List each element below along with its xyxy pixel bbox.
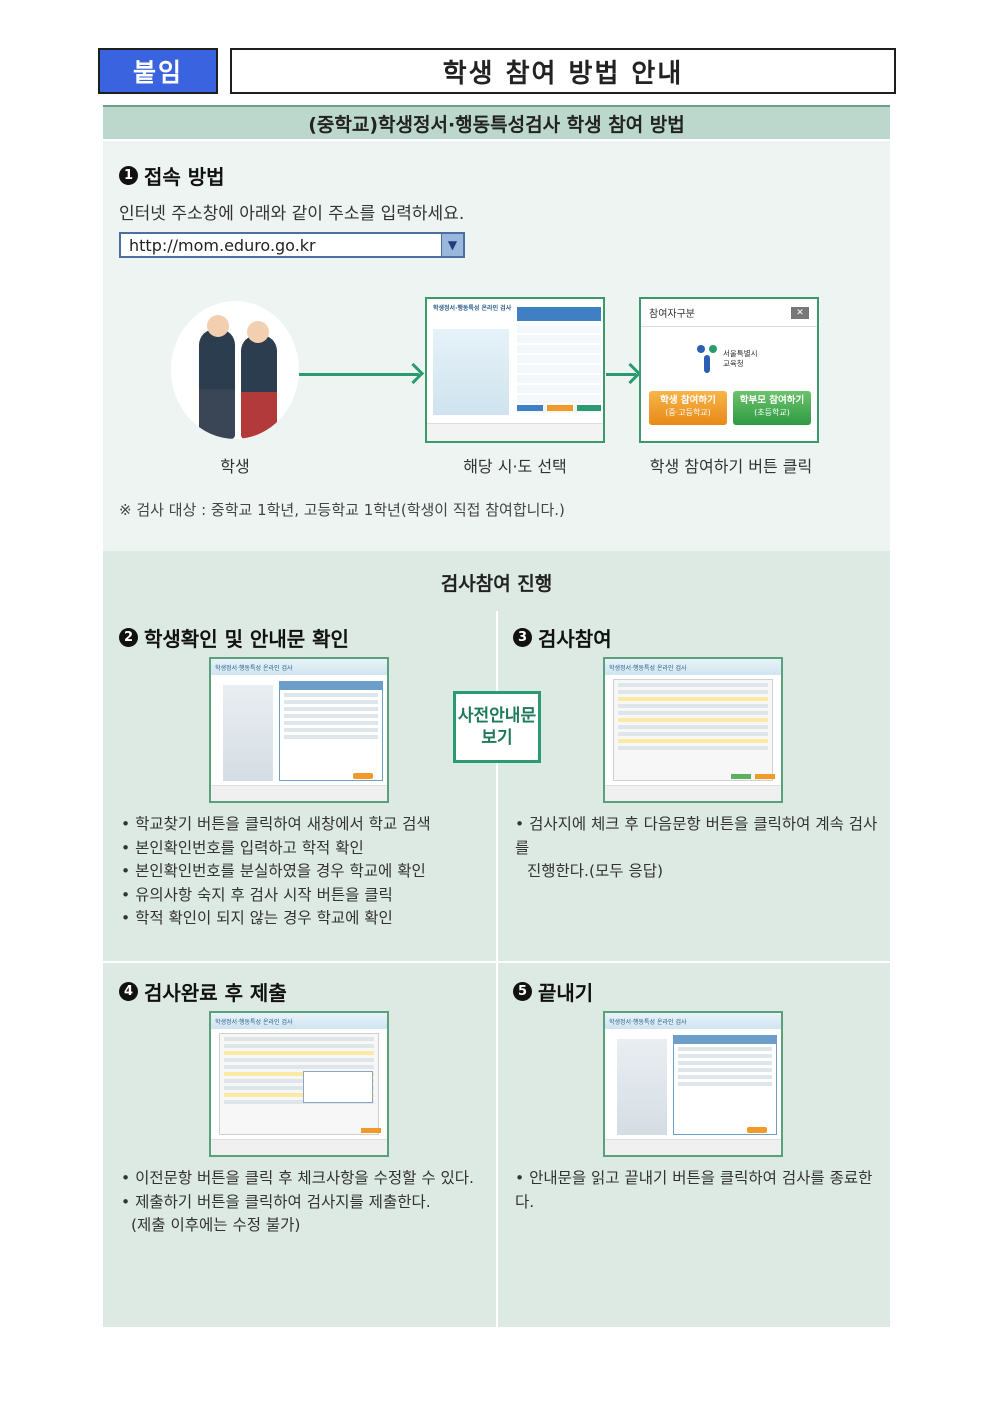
- students-illustration: [171, 301, 299, 439]
- girl-head: [247, 321, 269, 343]
- student-participate-button[interactable]: 학생 참여하기 (중·고등학교): [649, 391, 727, 425]
- list-item: (제출 이후에는 수정 불가): [131, 1216, 301, 1234]
- family-photo: [433, 329, 509, 415]
- screen-footer: [211, 785, 387, 801]
- finish-button[interactable]: [747, 1127, 767, 1133]
- panel-title: (중학교)학생정서·행동특성검사 학생 참여 방법: [103, 105, 890, 139]
- url-value: http://mom.eduro.go.kr: [129, 235, 316, 255]
- attachment-tag: 붙임: [98, 48, 218, 94]
- student-button-label: 학생 참여하기: [660, 395, 716, 406]
- next-question-button[interactable]: [755, 774, 775, 779]
- boy-student-figure: [199, 329, 235, 439]
- target-note: ※ 검사 대상 : 중학교 1학년, 고등학교 1학년(학생이 직접 참여합니다…: [119, 501, 565, 519]
- screen-footer: [427, 423, 603, 441]
- screen-title: 학생정서·행동특성 온라인 검사: [605, 659, 781, 675]
- finish-screenshot: 학생정서·행동특성 온라인 검사: [603, 1011, 783, 1157]
- step3-heading: 3 검사참여: [513, 623, 612, 652]
- column-divider: [496, 611, 498, 1327]
- participant-type-popup: 참여자구분 ✕ 서울특별시 교육청 학생 참여하기 (중·고등학교) 학부모 참…: [639, 297, 819, 443]
- students-photo: [223, 685, 273, 781]
- student-verify-screenshot: 학생정서·행동특성 온라인 검사: [209, 657, 389, 803]
- popup-title: 참여자구분: [649, 309, 695, 320]
- step-caption-student: 학생: [220, 457, 250, 476]
- url-input[interactable]: http://mom.eduro.go.kr ▼: [119, 232, 465, 258]
- screen-footer: [605, 785, 781, 801]
- step-number-badge: 4: [119, 982, 138, 1001]
- region-list[interactable]: [517, 325, 601, 415]
- step-number-badge: 1: [119, 166, 138, 185]
- list-item: • 제출하기 버튼을 클릭하여 검사지를 제출한다.: [121, 1192, 431, 1211]
- confirm-dialog: [303, 1071, 373, 1103]
- step2-bullets: • 학교찾기 버튼을 클릭하여 새창에서 학교 검색 • 본인확인번호를 입력하…: [121, 813, 431, 931]
- step5-heading: 5 끝내기: [513, 977, 593, 1006]
- list-item: • 검사지에 체크 후 다음문항 버튼을 클릭하여 계속 검사를: [515, 815, 878, 857]
- students-photo: [617, 1039, 667, 1135]
- submit-button[interactable]: [361, 1128, 381, 1133]
- step-number-badge: 5: [513, 982, 532, 1001]
- step2-heading: 2 학생확인 및 안내문 확인: [119, 623, 349, 652]
- close-icon[interactable]: ✕: [791, 306, 809, 319]
- step5-bullets: • 안내문을 읽고 끝내기 버튼을 클릭하여 검사를 종료한다.: [515, 1167, 890, 1214]
- list-item: • 학적 확인이 되지 않는 경우 학교에 확인: [121, 909, 393, 927]
- section-test-progress: 검사참여 진행 2 학생확인 및 안내문 확인 학생정서·행동특성 온라인 검사…: [103, 551, 890, 1327]
- notice-window: [673, 1035, 777, 1135]
- page-title: 학생 참여 방법 안내: [230, 48, 896, 94]
- step5-heading-text: 끝내기: [538, 981, 594, 1005]
- access-intro: 인터넷 주소창에 아래와 같이 주소를 입력하세요.: [119, 204, 465, 224]
- region-button[interactable]: [577, 405, 601, 411]
- step4-bullets: • 이전문항 버튼을 클릭 후 체크사항을 수정할 수 있다. • 제출하기 버…: [121, 1167, 474, 1238]
- notice-window: [279, 681, 383, 781]
- region-button[interactable]: [547, 405, 573, 411]
- section1-heading-text: 접속 방법: [144, 165, 225, 189]
- list-item: • 본인확인번호를 분실하였을 경우 학교에 확인: [121, 862, 426, 880]
- row-divider: [103, 961, 890, 963]
- seoul-education-logo-icon: [697, 345, 719, 375]
- region-button[interactable]: [517, 405, 543, 411]
- list-item: • 유의사항 숙지 후 검사 시작 버튼을 클릭: [121, 885, 393, 904]
- step3-heading-text: 검사참여: [538, 627, 612, 651]
- step4-heading: 4 검사완료 후 제출: [119, 977, 287, 1006]
- screen-footer: [211, 1139, 387, 1155]
- list-item: 진행한다.(모두 응답): [527, 862, 664, 880]
- parent-participate-button[interactable]: 학부모 참여하기 (초등학교): [733, 391, 811, 425]
- step-caption-region: 해당 시·도 선택: [463, 457, 567, 476]
- dropdown-arrow-icon[interactable]: ▼: [441, 234, 463, 256]
- list-item: • 안내문을 읽고 끝내기 버튼을 클릭하여 검사를 종료한다.: [515, 1169, 873, 1211]
- pre-notice-view-button[interactable]: 사전안내문 보기: [453, 691, 541, 763]
- girl-student-figure: [241, 335, 277, 439]
- org-name: 서울특별시 교육청: [723, 349, 758, 368]
- previous-question-button[interactable]: [731, 774, 751, 779]
- step4-heading-text: 검사완료 후 제출: [144, 981, 287, 1005]
- step3-bullets: • 검사지에 체크 후 다음문항 버튼을 클릭하여 계속 검사를 진행한다.(모…: [515, 813, 890, 884]
- student-button-sub: (중·고등학교): [665, 408, 711, 417]
- region-select-screenshot: 학생정서·행동특성 온라인 검사: [425, 297, 605, 443]
- screen-title: 학생정서·행동특성 온라인 검사: [211, 1013, 387, 1029]
- arrow-right-icon: [606, 373, 636, 376]
- test-questions-screenshot: 학생정서·행동특성 온라인 검사: [603, 657, 783, 803]
- step2-heading-text: 학생확인 및 안내문 확인: [144, 627, 349, 651]
- question-table[interactable]: [613, 679, 773, 781]
- boy-head: [207, 315, 229, 337]
- step-number-badge: 3: [513, 628, 532, 647]
- start-test-button[interactable]: [353, 773, 373, 779]
- arrow-right-icon: [299, 373, 419, 376]
- section2-title: 검사참여 진행: [440, 573, 553, 595]
- screen-footer: [605, 1139, 781, 1155]
- parent-button-label: 학부모 참여하기: [739, 395, 805, 406]
- section1-heading: 1 접속 방법: [119, 161, 225, 190]
- section-access-method: 1 접속 방법 인터넷 주소창에 아래와 같이 주소를 입력하세요. http:…: [103, 141, 890, 551]
- screen-title: 학생정서·행동특성 온라인 검사: [433, 305, 512, 312]
- parent-button-sub: (초등학교): [754, 408, 790, 417]
- list-item: • 본인확인번호를 입력하고 학적 확인: [121, 838, 364, 857]
- screen-title: 학생정서·행동특성 온라인 검사: [211, 659, 387, 675]
- step-number-badge: 2: [119, 628, 138, 647]
- screen-title: 학생정서·행동특성 온라인 검사: [605, 1013, 781, 1029]
- list-item: • 이전문항 버튼을 클릭 후 체크사항을 수정할 수 있다.: [121, 1169, 474, 1187]
- guide-panel: (중학교)학생정서·행동특성검사 학생 참여 방법 1 접속 방법 인터넷 주소…: [103, 105, 890, 1327]
- region-header-bar: [517, 307, 601, 321]
- step-caption-participate: 학생 참여하기 버튼 클릭: [649, 457, 813, 476]
- submit-screenshot: 학생정서·행동특성 온라인 검사: [209, 1011, 389, 1157]
- list-item: • 학교찾기 버튼을 클릭하여 새창에서 학교 검색: [121, 815, 431, 833]
